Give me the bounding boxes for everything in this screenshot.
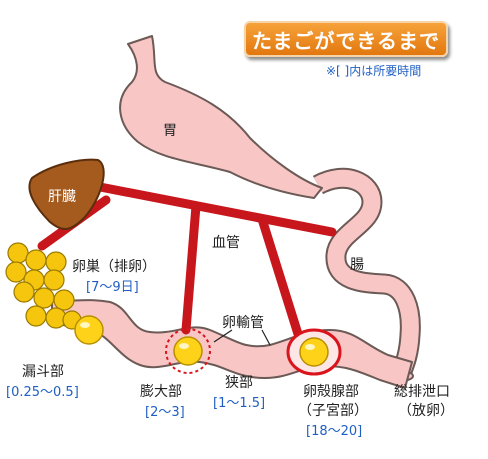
shell-gland-label: 卵殻腺部	[303, 384, 359, 400]
egg-magnum	[165, 328, 211, 374]
isthmus-label: 狭部	[225, 375, 253, 391]
magnum-duration: [2～3]	[145, 405, 185, 420]
cloaca-label: 総排泄口	[394, 384, 450, 400]
infundibulum-label: 漏斗部	[22, 364, 64, 380]
oviduct-pointers	[213, 329, 271, 346]
ovary-cluster	[5, 242, 82, 330]
shell-gland-sublabel: （子宮部）	[298, 403, 368, 419]
stomach-label: 胃	[163, 123, 177, 139]
blood-vessel-label: 血管	[212, 235, 240, 251]
intestine-label: 腸	[350, 257, 364, 273]
title-badge: たまごができるまで	[244, 21, 448, 57]
infundibulum-duration: [0.25～0.5]	[6, 385, 79, 400]
cloaca-sublabel: （放卵）	[398, 403, 454, 419]
shell-gland-duration: [18～20]	[306, 424, 363, 439]
egg-infundibulum	[74, 315, 104, 345]
stomach	[119, 35, 323, 199]
oviduct-label: 卵輸管	[222, 315, 264, 331]
ovary-duration: [7～9日]	[86, 280, 139, 295]
liver	[28, 158, 105, 230]
egg-shell-gland	[286, 328, 342, 376]
ovary-label: 卵巣（排卵）	[72, 259, 156, 275]
duration-note: ※[ ]内は所要時間	[326, 64, 422, 78]
isthmus-duration: [1～1.5]	[213, 396, 266, 411]
magnum-label: 膨大部	[140, 384, 182, 400]
liver-label: 肝臓	[48, 189, 76, 205]
